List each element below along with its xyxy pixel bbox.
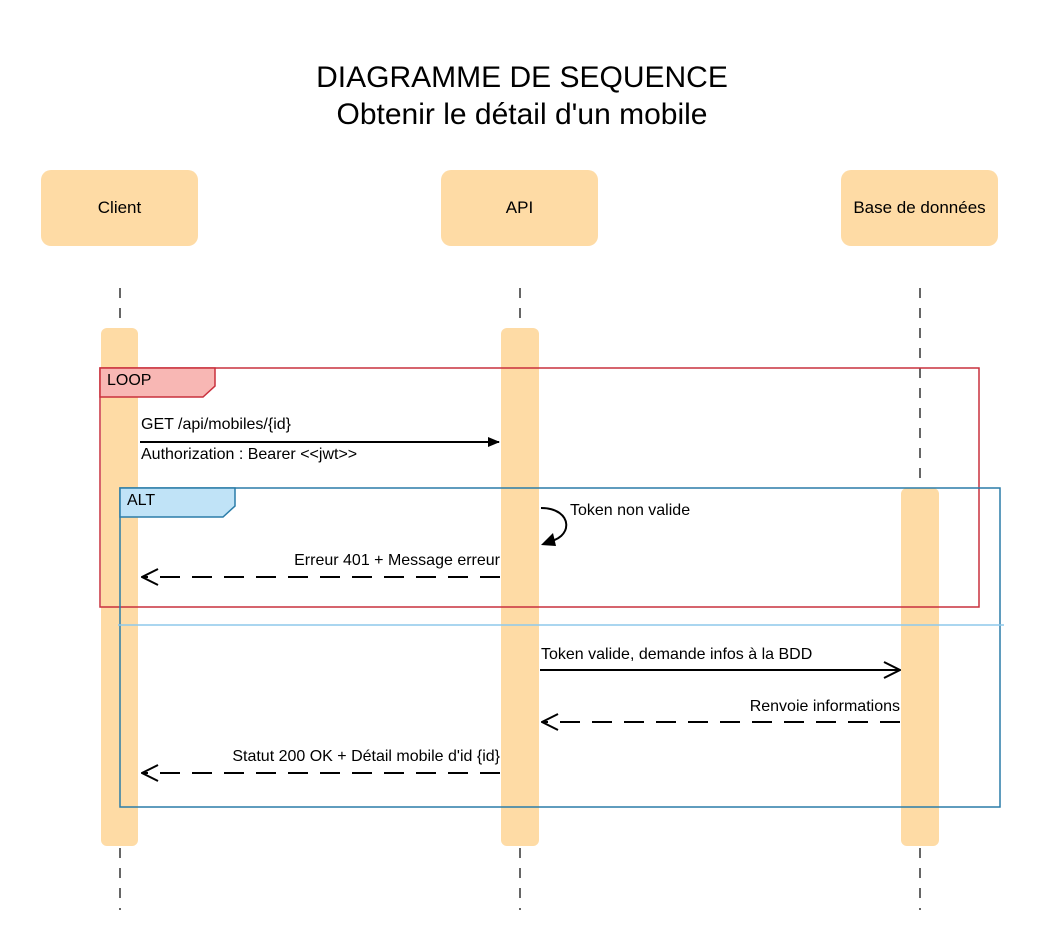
message-get-request-sublabel: Authorization : Bearer <<jwt>> <box>141 446 358 463</box>
message-get-request-label: GET /api/mobiles/{id} <box>141 416 292 433</box>
alt-fragment-tag <box>119 487 236 518</box>
activation-database <box>901 488 939 846</box>
participant-api: API <box>441 170 598 246</box>
diagram-title: DIAGRAMME DE SEQUENCE <box>316 61 728 94</box>
message-db-request-label: Token valide, demande infos à la BDD <box>541 646 813 663</box>
alt-label: ALT <box>127 492 156 509</box>
message-error-return-label: Erreur 401 + Message erreur <box>294 552 500 569</box>
message-db-return-label: Renvoie informations <box>749 698 900 715</box>
participant-database: Base de données <box>841 170 998 246</box>
message-self-call-label: Token non valide <box>570 502 691 519</box>
alt-fragment <box>119 487 1001 808</box>
loop-label: LOOP <box>107 372 152 389</box>
activation-api <box>501 328 539 846</box>
loop-fragment-tag <box>99 367 216 398</box>
self-call-arrowhead-icon <box>541 533 556 546</box>
participant-client: Client <box>41 170 198 246</box>
message-success-return-label: Statut 200 OK + Détail mobile d'id {id} <box>232 748 500 765</box>
diagram-subtitle: Obtenir le détail d'un mobile <box>336 98 708 131</box>
